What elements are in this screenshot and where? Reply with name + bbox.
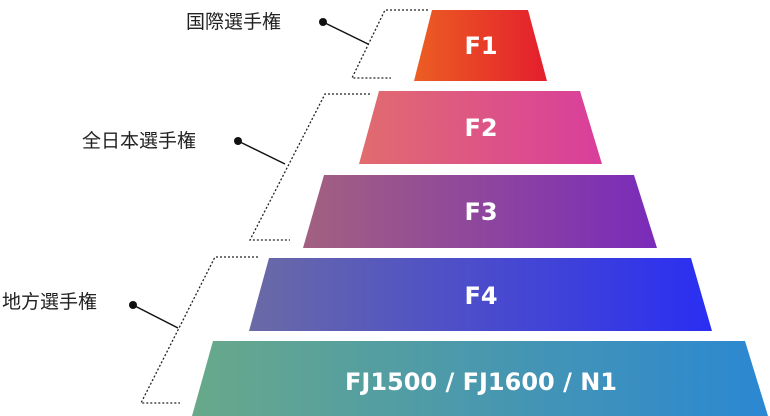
tier-fj-n1: FJ1500 / FJ1600 / N1 — [192, 341, 768, 416]
tier-label: FJ1500 / FJ1600 / N1 — [345, 368, 617, 396]
tier-shape — [359, 91, 602, 164]
category-label: 国際選手権 — [186, 11, 281, 33]
tier-shape — [192, 341, 768, 416]
leader-line — [322, 21, 369, 45]
tier-f3: F3 — [303, 175, 657, 248]
tier-shape — [303, 175, 657, 248]
leader-line — [132, 304, 179, 329]
category-label: 地方選手権 — [2, 291, 97, 313]
bracket-regional — [139, 256, 258, 404]
tier-label: F2 — [464, 114, 497, 142]
tier-label: F1 — [464, 32, 497, 60]
callout-national: 全日本選手権 — [82, 130, 286, 165]
leader-line — [237, 140, 286, 165]
tier-f2: F2 — [359, 91, 602, 164]
tier-label: F3 — [464, 198, 497, 226]
tier-label: F4 — [464, 282, 497, 310]
callout-international: 国際選手権 — [186, 11, 369, 45]
tier-shape — [249, 258, 712, 331]
bracket-international — [350, 9, 428, 79]
category-label: 全日本選手権 — [82, 130, 196, 152]
bracket-national — [248, 93, 370, 241]
callout-regional: 地方選手権 — [2, 291, 179, 329]
tier-f4: F4 — [249, 258, 712, 331]
tier-shape — [414, 10, 547, 81]
tier-f1: F1 — [414, 10, 547, 81]
